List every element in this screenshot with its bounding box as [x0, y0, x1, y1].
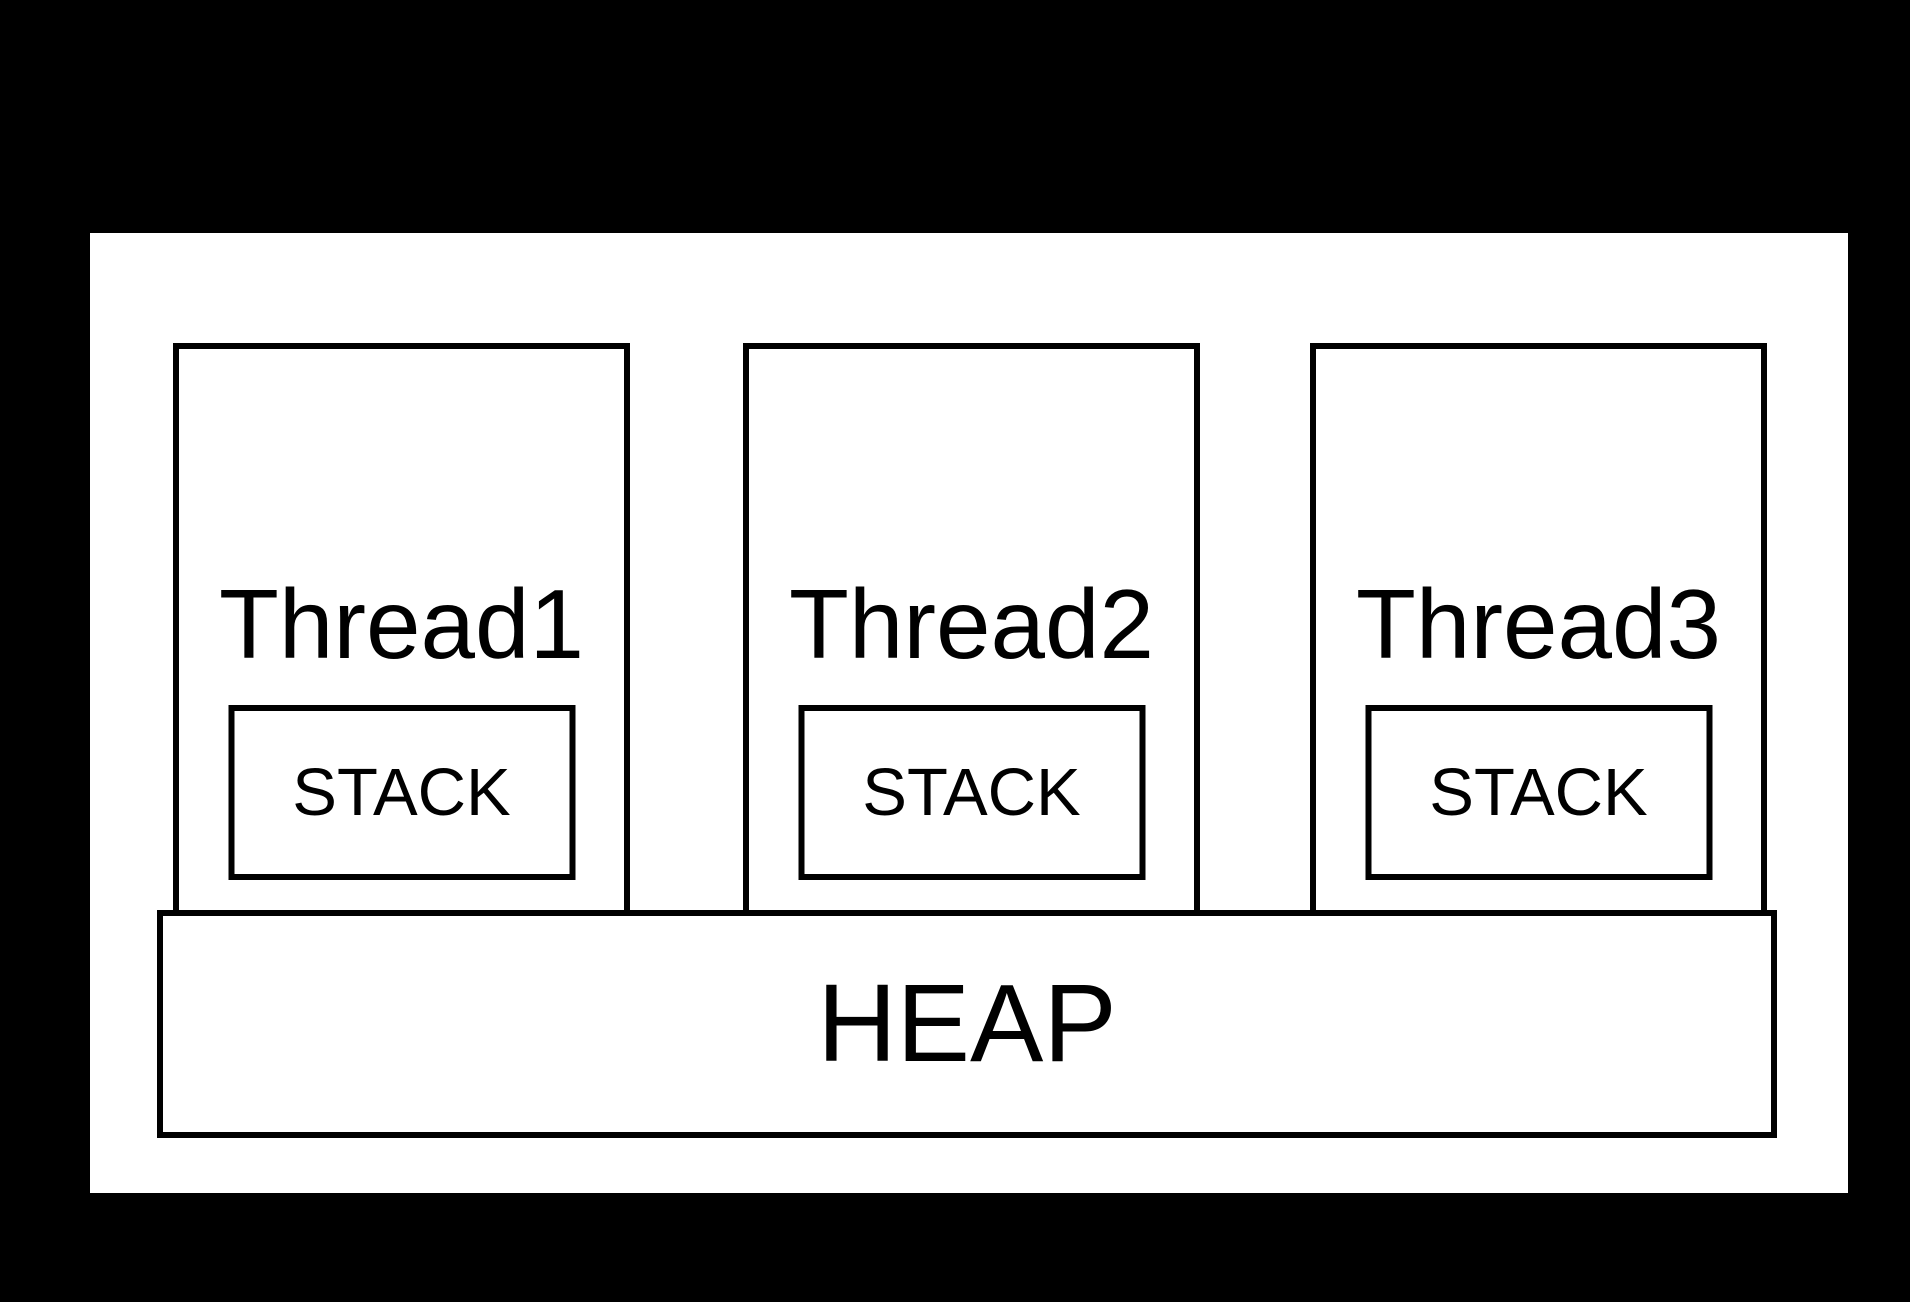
thread3-box: Thread3 STACK	[1310, 343, 1767, 916]
heap-label: HEAP	[817, 962, 1117, 1085]
heap-box: HEAP	[157, 910, 1777, 1138]
thread2-label: Thread2	[788, 569, 1154, 679]
thread1-box: Thread1 STACK	[173, 343, 630, 916]
thread2-box: Thread2 STACK	[743, 343, 1200, 916]
thread2-stack-label: STACK	[862, 755, 1081, 830]
thread1-label: Thread1	[218, 569, 584, 679]
thread3-label: Thread3	[1355, 569, 1721, 679]
thread3-stack-label: STACK	[1429, 755, 1648, 830]
thread2-stack-box: STACK	[798, 705, 1145, 880]
process-memory-panel: Thread1 STACK Thread2 STACK Thread3 STAC…	[90, 233, 1848, 1193]
thread3-stack-box: STACK	[1365, 705, 1712, 880]
thread1-stack-box: STACK	[228, 705, 575, 880]
thread1-stack-label: STACK	[292, 755, 511, 830]
